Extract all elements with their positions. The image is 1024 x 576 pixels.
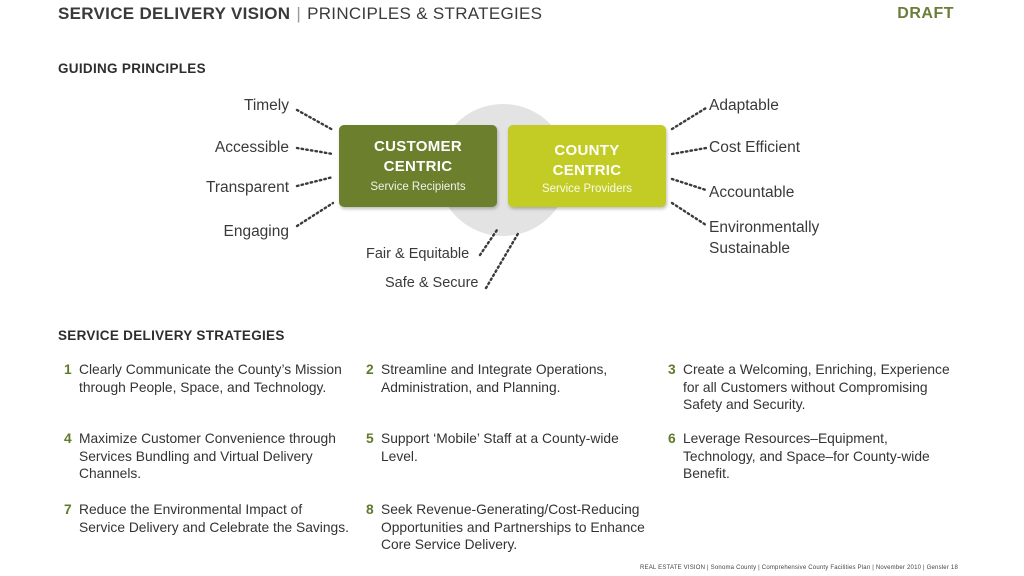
strategy-line: Benefit. — [683, 466, 730, 481]
strategy-line: Maximize Customer Convenience through — [79, 431, 336, 446]
principle-accessible: Accessible — [214, 139, 289, 156]
principle-timely: Timely — [243, 97, 289, 114]
strategy-item: 4 Maximize Customer Convenience through … — [64, 430, 364, 485]
strategy-text: Leverage Resources–Equipment, Technology… — [683, 430, 930, 483]
strategy-line: Core Service Delivery. — [381, 537, 518, 552]
strategy-text: Create a Welcoming, Enriching, Experienc… — [683, 361, 950, 414]
strategy-item: 8 Seek Revenue-Generating/Cost-Reducing … — [366, 501, 666, 556]
county-title-line2: CENTRIC — [552, 162, 622, 179]
draft-label: DRAFT — [897, 5, 954, 22]
strategy-line: Support ‘Mobile’ Staff at a County-wide — [381, 431, 619, 446]
strategy-line: Level. — [381, 448, 418, 464]
strategy-number: 1 — [64, 362, 72, 377]
page-title: SERVICE DELIVERY VISION | PRINCIPLES & STR… — [58, 4, 542, 24]
strategy-item: 7 Reduce the Environmental Impact of Ser… — [64, 501, 364, 556]
principle-environmentally: Environmentally — [709, 219, 820, 236]
principle-safe-secure: Safe & Secure — [385, 275, 479, 291]
principle-accountable: Accountable — [709, 184, 795, 201]
strategy-line: through People, Space, and Technology. — [79, 379, 327, 395]
customer-centric-title: CUSTOMER CENTRIC — [339, 137, 497, 177]
strategy-line: Service Delivery and Celebrate the Savin… — [79, 519, 349, 535]
strategy-number: 2 — [366, 362, 374, 377]
strategy-line: Seek Revenue-Generating/Cost-Reducing — [381, 502, 640, 517]
strategy-number: 4 — [64, 431, 72, 446]
principle-cost-efficient: Cost Efficient — [709, 139, 801, 156]
county-centric-subtitle: Service Providers — [541, 183, 633, 195]
strategy-number: 7 — [64, 502, 72, 517]
customer-title-line2: CENTRIC — [383, 158, 453, 175]
strategy-item: 3 Create a Welcoming, Enriching, Experie… — [668, 361, 968, 416]
strategies-heading: SERVICE DELIVERY STRATEGIES — [58, 328, 285, 343]
strategy-item: 1 Clearly Communicate the County’s Missi… — [64, 361, 364, 416]
strategy-line: Services Bundling and Virtual Delivery — [79, 448, 313, 464]
county-centric-title: COUNTY CENTRIC — [508, 141, 666, 181]
footer-text: REAL ESTATE VISION | Sonoma County | Com… — [640, 565, 958, 571]
county-title-line1: COUNTY — [554, 142, 620, 159]
title-subtitle: PRINCIPLES & STRATEGIES — [307, 4, 543, 23]
title-separator: | — [296, 4, 302, 23]
strategy-line: Clearly Communicate the County’s Mission — [79, 362, 342, 377]
strategy-text: Maximize Customer Convenience through Se… — [79, 430, 336, 483]
strategy-number: 3 — [668, 362, 676, 377]
principle-adaptable: Adaptable — [709, 97, 779, 114]
customer-centric-subtitle: Service Recipients — [370, 181, 466, 193]
strategy-item: 6 Leverage Resources–Equipment, Technolo… — [668, 430, 968, 485]
guiding-principles-heading: GUIDING PRINCIPLES — [58, 61, 206, 76]
strategy-number: 8 — [366, 502, 374, 517]
strategy-line: Opportunities and Partnerships to Enhanc… — [381, 519, 645, 535]
strategy-text: Support ‘Mobile’ Staff at a County-wide … — [381, 430, 619, 465]
customer-title-line1: CUSTOMER — [374, 138, 462, 155]
dotted-connectors — [295, 106, 708, 290]
principle-sustainable: Sustainable — [709, 240, 791, 257]
strategy-line: Reduce the Environmental Impact of — [79, 502, 303, 517]
principle-fair-equitable: Fair & Equitable — [366, 246, 470, 262]
strategy-item: 5 Support ‘Mobile’ Staff at a County-wid… — [366, 430, 666, 485]
strategy-line: Technology, and Space–for County-wide — [683, 448, 930, 464]
principle-engaging: Engaging — [223, 223, 289, 240]
strategy-text: Streamline and Integrate Operations, Adm… — [381, 361, 607, 396]
strategy-line: Safety and Security. — [683, 397, 806, 412]
strategy-number: 6 — [668, 431, 676, 446]
strategy-text: Clearly Communicate the County’s Mission… — [79, 361, 342, 396]
strategy-line: Channels. — [79, 466, 142, 481]
strategy-text: Reduce the Environmental Impact of Servi… — [79, 501, 349, 536]
strategy-line: Streamline and Integrate Operations, — [381, 362, 608, 377]
title-main: SERVICE DELIVERY VISION — [58, 4, 291, 23]
customer-centric-box: CUSTOMER CENTRIC Service Recipients — [339, 125, 497, 207]
county-centric-box: COUNTY CENTRIC Service Providers — [508, 125, 666, 207]
strategy-line: Create a Welcoming, Enriching, Experienc… — [683, 362, 950, 377]
strategy-line: Leverage Resources–Equipment, — [683, 431, 888, 446]
strategy-text: Seek Revenue-Generating/Cost-Reducing Op… — [381, 501, 645, 554]
strategy-number: 5 — [366, 431, 374, 446]
strategy-line: Administration, and Planning. — [381, 379, 561, 395]
strategy-line: for all Customers without Compromising — [683, 379, 928, 395]
principle-transparent: Transparent — [206, 179, 289, 196]
strategy-item: 2 Streamline and Integrate Operations, A… — [366, 361, 666, 416]
